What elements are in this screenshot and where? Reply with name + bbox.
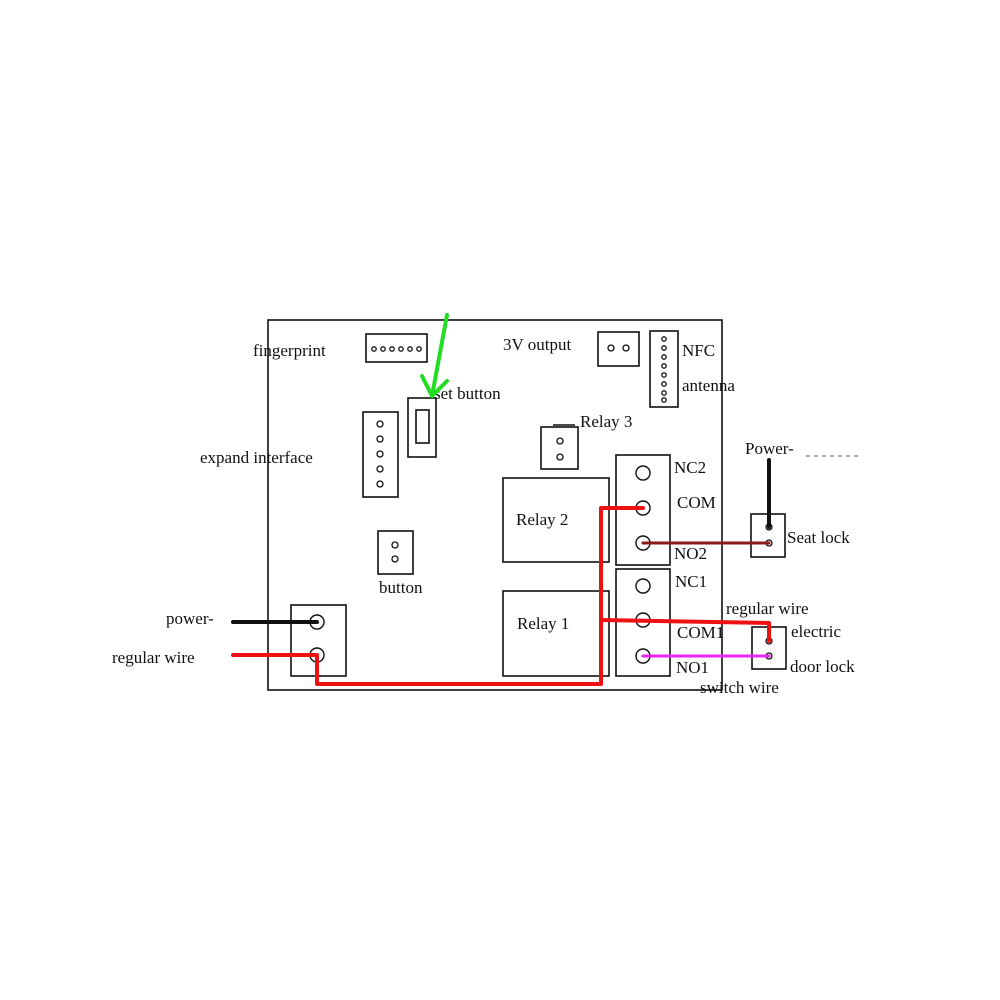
expand-interface-connector — [362, 411, 399, 498]
relay1-label: Relay 1 — [517, 614, 569, 633]
green-arrow-icon — [420, 313, 449, 398]
relay3-label: Relay 3 — [580, 412, 632, 431]
electric-label: electric — [791, 622, 841, 641]
com1-label: COM1 — [677, 623, 724, 642]
power-minus-right-label: Power- — [745, 439, 794, 458]
relay2-label: Relay 2 — [516, 510, 568, 529]
fingerprint-label: fingerprint — [253, 341, 326, 360]
relay2-block — [502, 477, 610, 563]
antenna-label: antenna — [682, 376, 735, 395]
button-connector — [377, 530, 414, 575]
nfc-label: NFC — [682, 341, 715, 360]
set-button-label: set button — [434, 384, 501, 403]
power-minus-left-label: power- — [166, 609, 214, 628]
com-label: COM — [677, 493, 716, 512]
3v-output-label: 3V output — [503, 335, 571, 354]
regular-wire-left-label: regular wire — [112, 648, 195, 667]
regular-wire-right-label: regular wire — [726, 599, 809, 618]
3v-output-connector — [597, 331, 640, 367]
no2-label: NO2 — [674, 544, 707, 563]
button-label: button — [379, 578, 423, 597]
nc1-label: NC1 — [675, 572, 707, 591]
relay1-block — [502, 590, 610, 677]
nfc-antenna-connector — [649, 330, 679, 408]
door-lock-label: door lock — [790, 657, 855, 676]
fingerprint-connector — [365, 333, 428, 363]
nc2-label: NC2 — [674, 458, 706, 477]
relay3-connector — [540, 426, 579, 470]
red-regular-wire-door-lock — [599, 618, 771, 643]
switch-wire-label: switch wire — [700, 678, 779, 697]
expand-interface-label: expand interface — [200, 448, 313, 467]
seat-lock-label: Seat lock — [787, 528, 850, 547]
red-regular-wire-main — [231, 506, 645, 686]
set-button-switch — [407, 397, 437, 458]
no1-label: NO1 — [676, 658, 709, 677]
